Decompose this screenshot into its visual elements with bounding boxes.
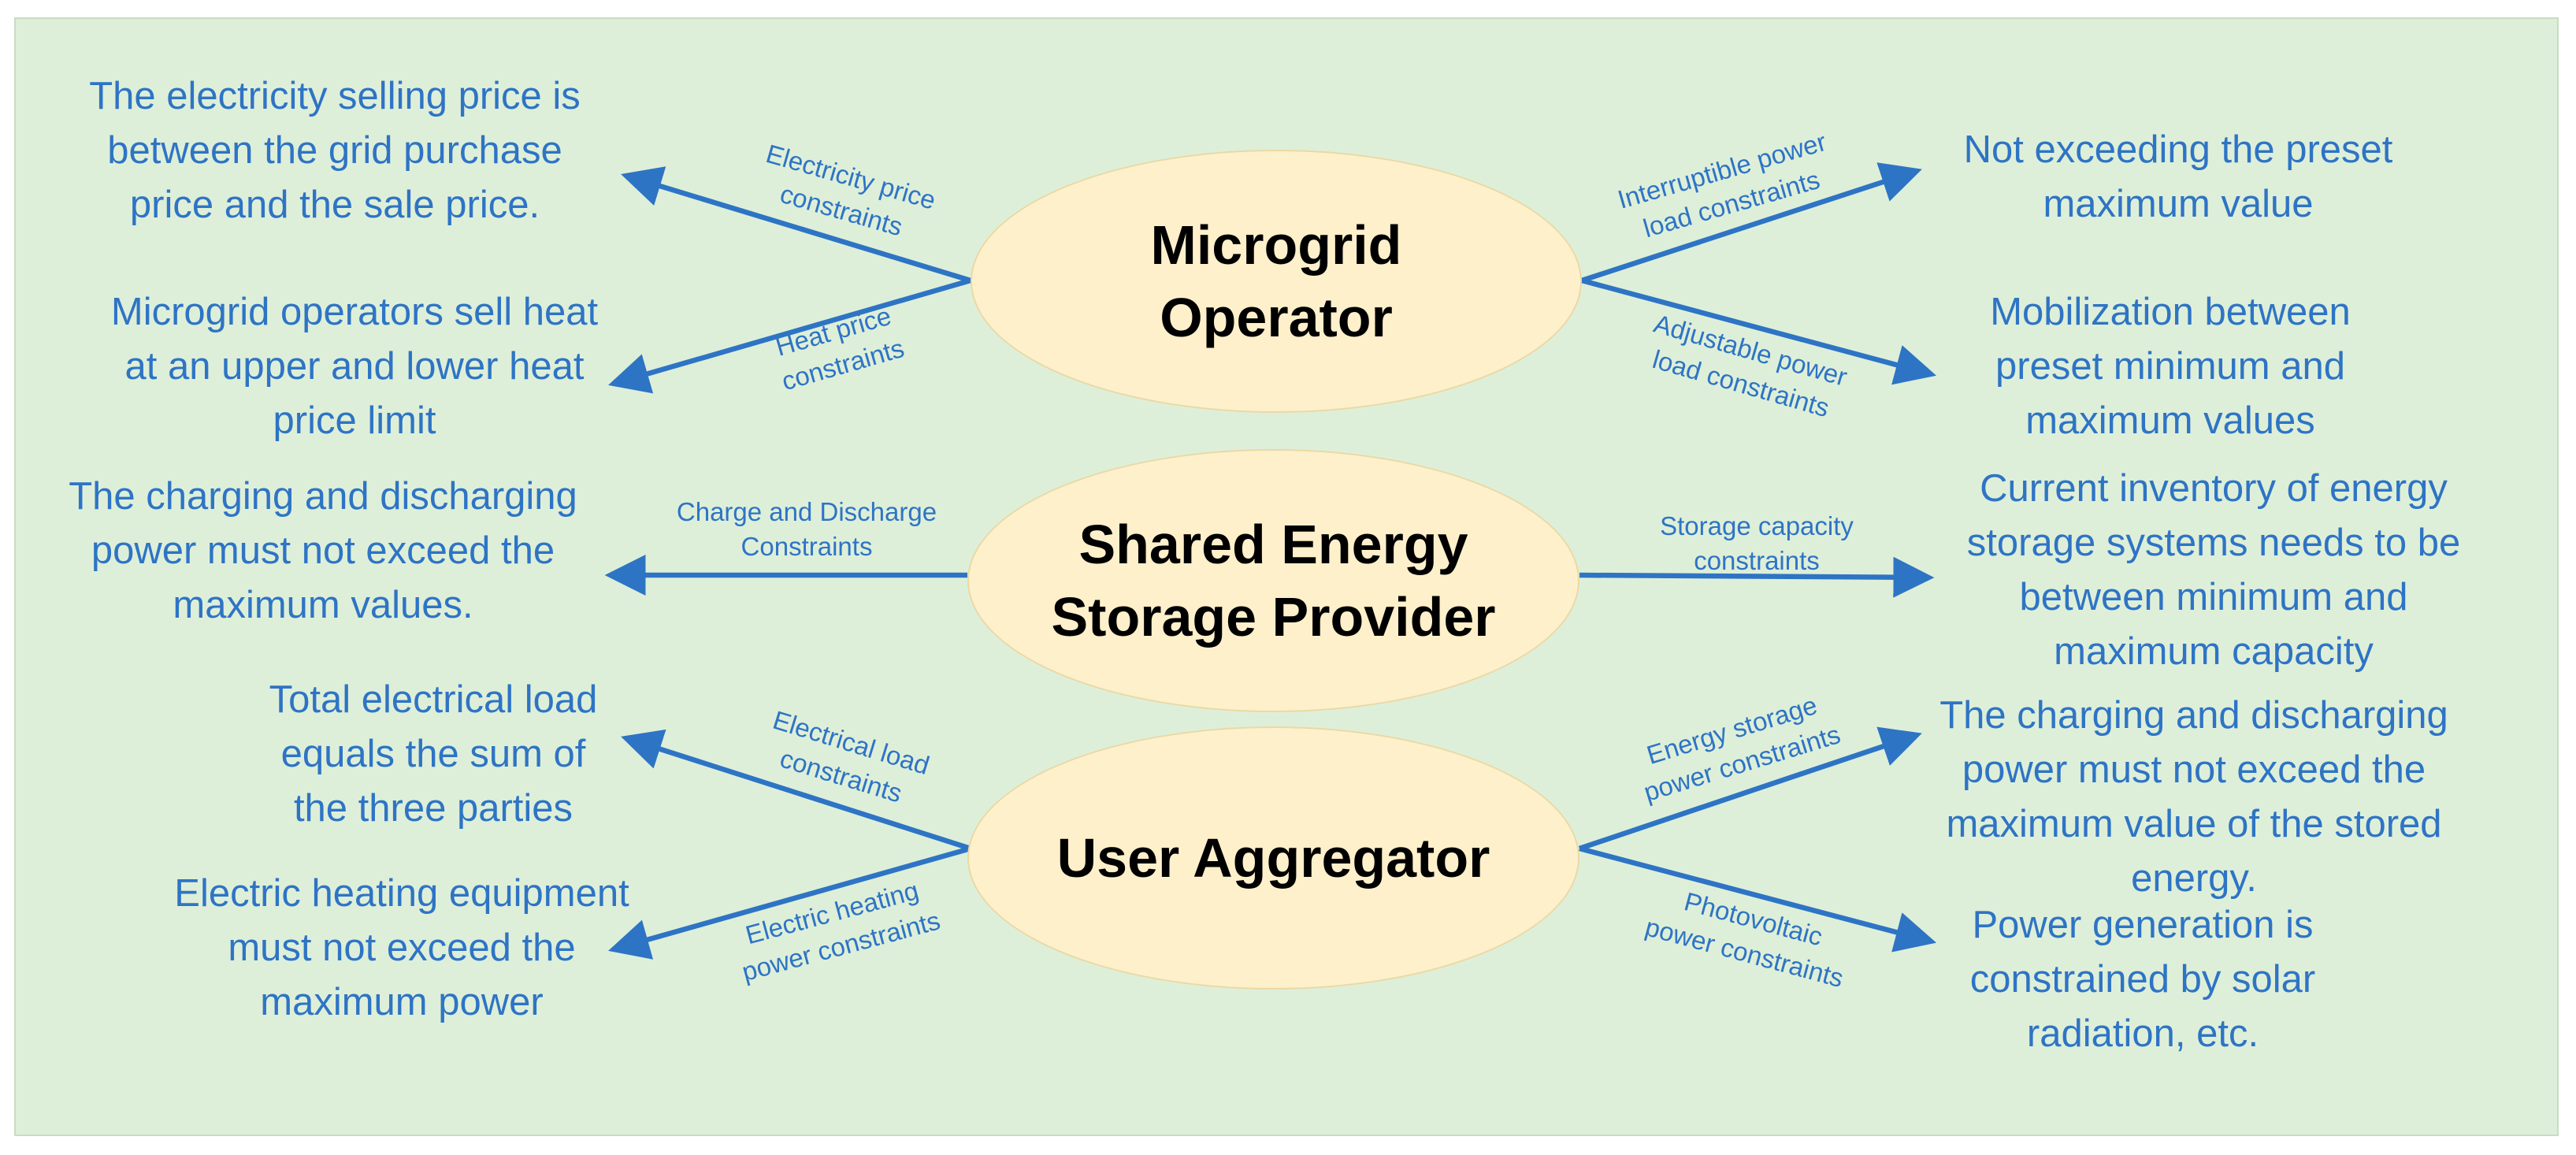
adjustable-power-load-description: Mobilization between preset minimum and … [1990,291,2351,442]
storage-capacity-description: Current inventory of energy storage syst… [1966,467,2461,673]
interruptible-power-load-description: Not exceeding the preset maximum value [1963,128,2393,225]
electric-heating-power-description: Electric heating equipment must not exce… [174,872,629,1023]
user-aggregator-label: User Aggregator [1056,827,1490,889]
heat-price-description: Microgrid operators sell heat at an uppe… [110,291,599,442]
energy-storage-power-description: The charging and discharging power must … [1939,694,2448,900]
shared-energy-storage-provider-label: Shared Energy Storage Provider [1051,514,1496,648]
charge-discharge-description: The charging and discharging power must … [69,475,577,626]
charge-discharge-constraint-label: Charge and Discharge Constraints [676,497,937,561]
microgrid-operator-node: Microgrid Operator [971,150,1582,413]
user-aggregator-node: User Aggregator [967,726,1579,990]
electricity-price-description: The electricity selling price is between… [89,75,581,226]
photovoltaic-power-description: Power generation is constrained by solar… [1969,904,2316,1055]
shared-energy-storage-provider-node: Shared Energy Storage Provider [967,449,1579,712]
storage-capacity-constraint-label: Storage capacity constraints [1660,511,1854,575]
electrical-load-description: Total electrical load equals the sum of … [269,678,598,830]
microgrid-operator-label: Microgrid Operator [1150,214,1402,348]
